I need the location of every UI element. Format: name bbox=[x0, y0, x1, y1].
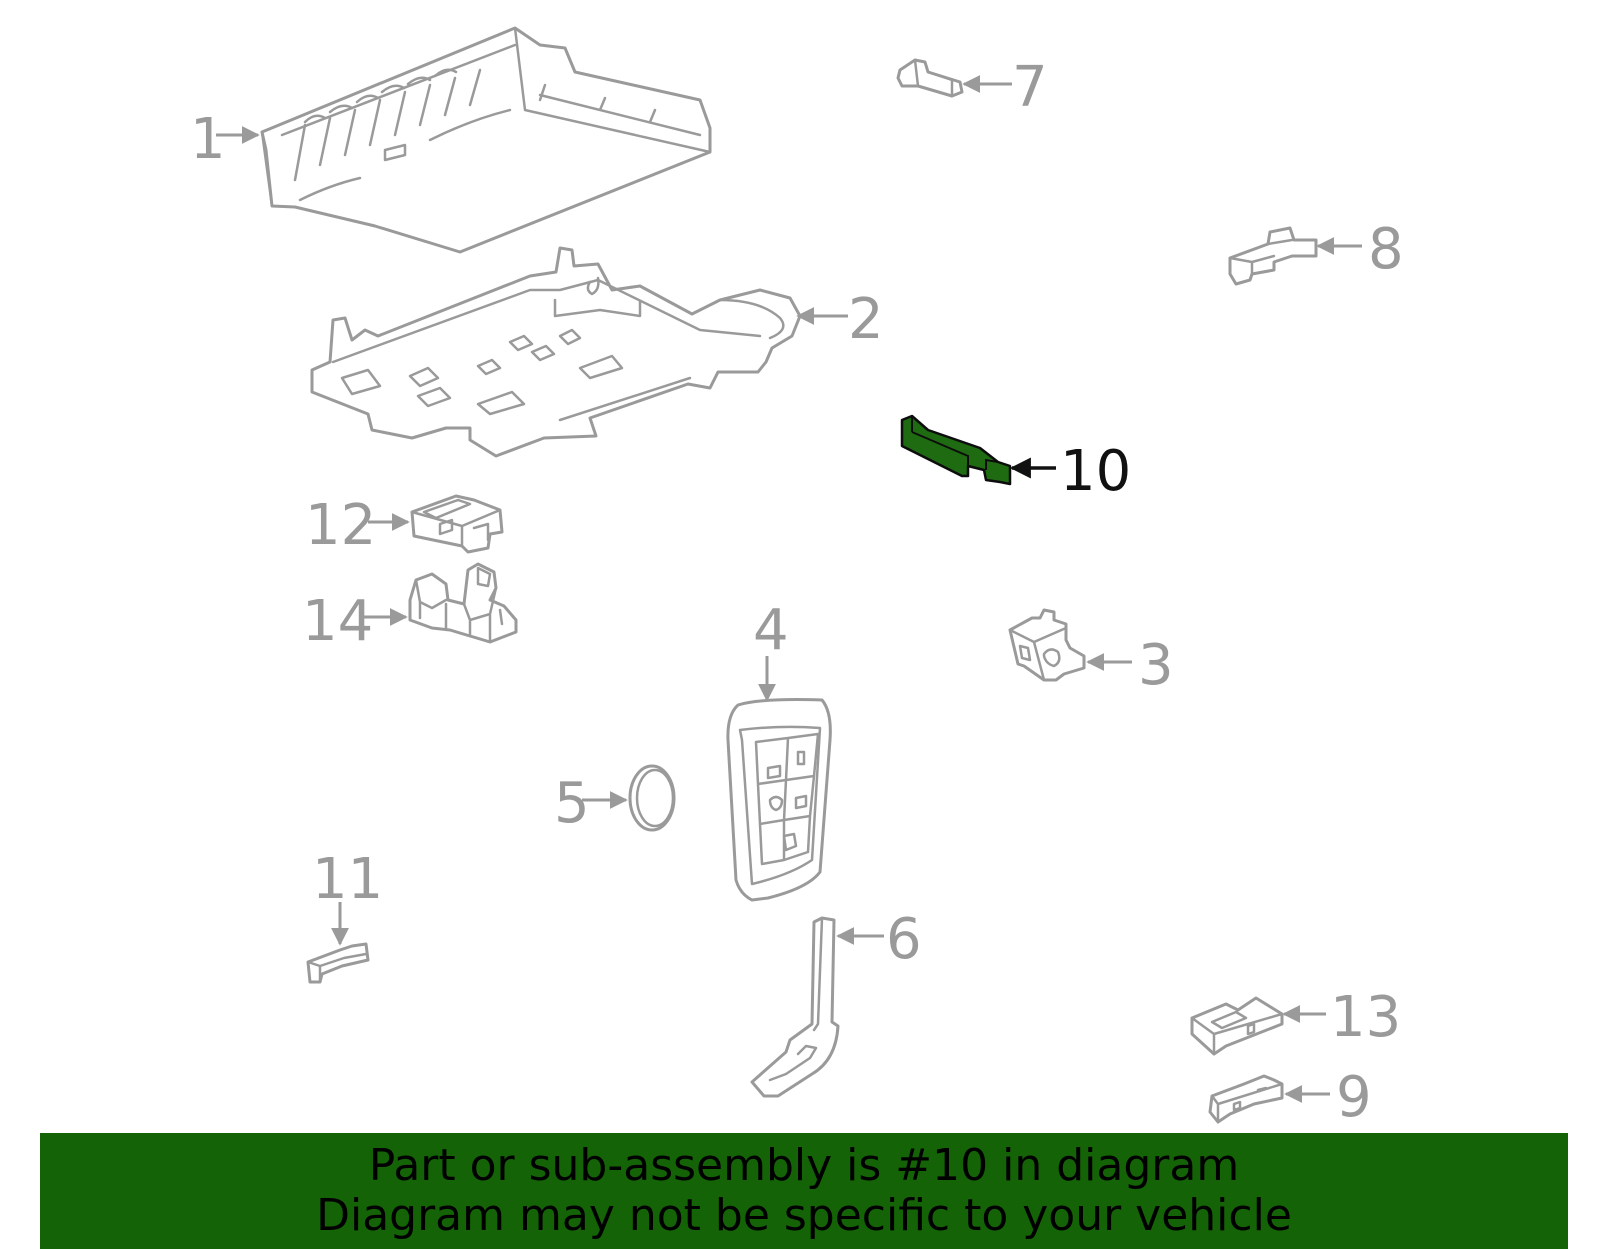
banner-line-disclaimer: Diagram may not be specific to your vehi… bbox=[316, 1190, 1292, 1241]
part-7-clip bbox=[896, 58, 964, 98]
info-banner: Part or sub-assembly is #10 in diagram D… bbox=[40, 1133, 1568, 1249]
callout-5: 5 bbox=[554, 771, 590, 836]
part-1-module-housing bbox=[260, 26, 712, 254]
part-11-clip bbox=[306, 942, 370, 984]
part-9-clip bbox=[1208, 1074, 1284, 1124]
callout-10: 10 bbox=[1060, 439, 1131, 504]
callout-13: 13 bbox=[1330, 985, 1401, 1050]
callout-4: 4 bbox=[753, 598, 789, 663]
part-12-connector bbox=[410, 494, 504, 554]
part-5-battery bbox=[628, 764, 676, 832]
callout-7: 7 bbox=[1012, 55, 1048, 120]
callout-2: 2 bbox=[848, 287, 884, 352]
part-10-highlighted-bracket bbox=[900, 414, 1012, 486]
callout-8: 8 bbox=[1368, 217, 1404, 282]
part-4-key-fob bbox=[726, 698, 832, 902]
part-13-clip bbox=[1190, 996, 1284, 1056]
callout-12: 12 bbox=[305, 493, 376, 558]
part-14-bracket bbox=[408, 562, 518, 644]
callout-3: 3 bbox=[1138, 633, 1174, 698]
part-2-tray-bracket bbox=[310, 246, 802, 458]
callout-9: 9 bbox=[1336, 1065, 1372, 1130]
part-8-clip bbox=[1228, 226, 1318, 286]
part-6-key-blade bbox=[750, 916, 840, 1098]
callout-11: 11 bbox=[312, 847, 383, 912]
callout-14: 14 bbox=[302, 589, 373, 654]
part-3-lock-cylinder bbox=[1008, 608, 1086, 682]
callout-1: 1 bbox=[190, 107, 226, 172]
banner-line-part-number: Part or sub-assembly is #10 in diagram bbox=[368, 1140, 1240, 1191]
callout-6: 6 bbox=[886, 907, 922, 972]
